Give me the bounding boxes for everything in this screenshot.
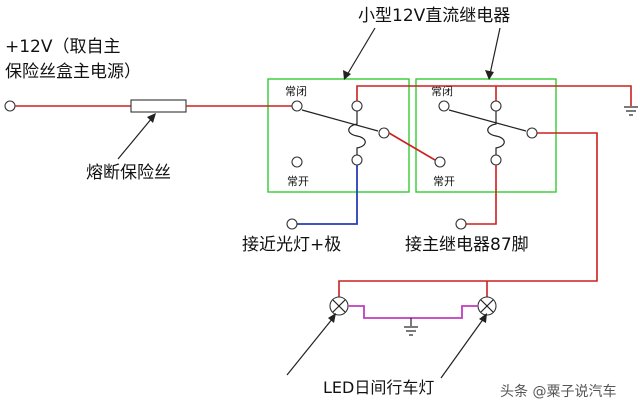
relay-2-nc-terminal [438,100,450,112]
main-relay-terminal [455,218,467,230]
relay-1-coil-bottom-terminal [351,154,363,166]
relay-2-no-label: 常开 [433,175,455,188]
relay-2-nc-label: 常闭 [431,85,453,98]
relay-1-nc-terminal [291,100,303,112]
power-terminal [4,100,16,112]
title-arrow-1 [343,27,376,80]
low-beam-control-wire [297,165,358,225]
relay-1-switch-arm [301,109,379,132]
watermark: 头条 @粟子说汽车 [500,383,616,400]
relay-1-box [267,78,410,193]
main-relay-wire [466,165,497,225]
coil-top-bus-wire [356,85,632,106]
relay-1-no-label: 常开 [287,175,309,188]
relay-2-coil [487,111,505,155]
title-arrow-2 [485,27,501,80]
drl-lamp-right [477,296,497,316]
relay-2-common-terminal [526,127,538,139]
low-beam-terminal [286,218,298,230]
relay-2-box [415,78,557,193]
relay-1-common-terminal [378,127,390,139]
main-relay-label: 接主继电器87脚 [405,235,529,255]
relay-2-coil-top-terminal [490,100,502,112]
relay-1-coil [348,111,366,155]
fuse-label: 熔断保险丝 [86,163,171,183]
ground-symbol-bottom [404,326,418,336]
drl-label: LED日间行车灯 [323,378,434,397]
fuse-arrow [117,113,156,160]
relay-2-coil-bottom-terminal [490,154,502,166]
relay-1-nc-label: 常闭 [285,85,307,98]
lamp-ground-wire [348,305,478,319]
lamp-supply-wire [338,132,598,297]
power-source-label-line1: +12V（取自主 [5,37,121,57]
relay-2-switch-arm [448,109,527,132]
low-beam-label: 接近光灯+极 [242,235,341,255]
relay-1-to-relay-2-wire [388,132,436,161]
fuse [130,99,187,113]
drl-arrow-left [286,313,336,376]
relay-2-no-terminal [434,156,446,168]
drl-lamp-left [329,296,349,316]
ground-symbol-top [624,106,638,116]
relay-title: 小型12V直流继电器 [358,6,510,26]
power-source-label-line2: 保险丝盒主电源） [5,62,141,82]
drl-arrow-right [440,313,487,379]
relay-1-no-terminal [291,156,303,168]
relay-1-coil-top-terminal [351,100,363,112]
